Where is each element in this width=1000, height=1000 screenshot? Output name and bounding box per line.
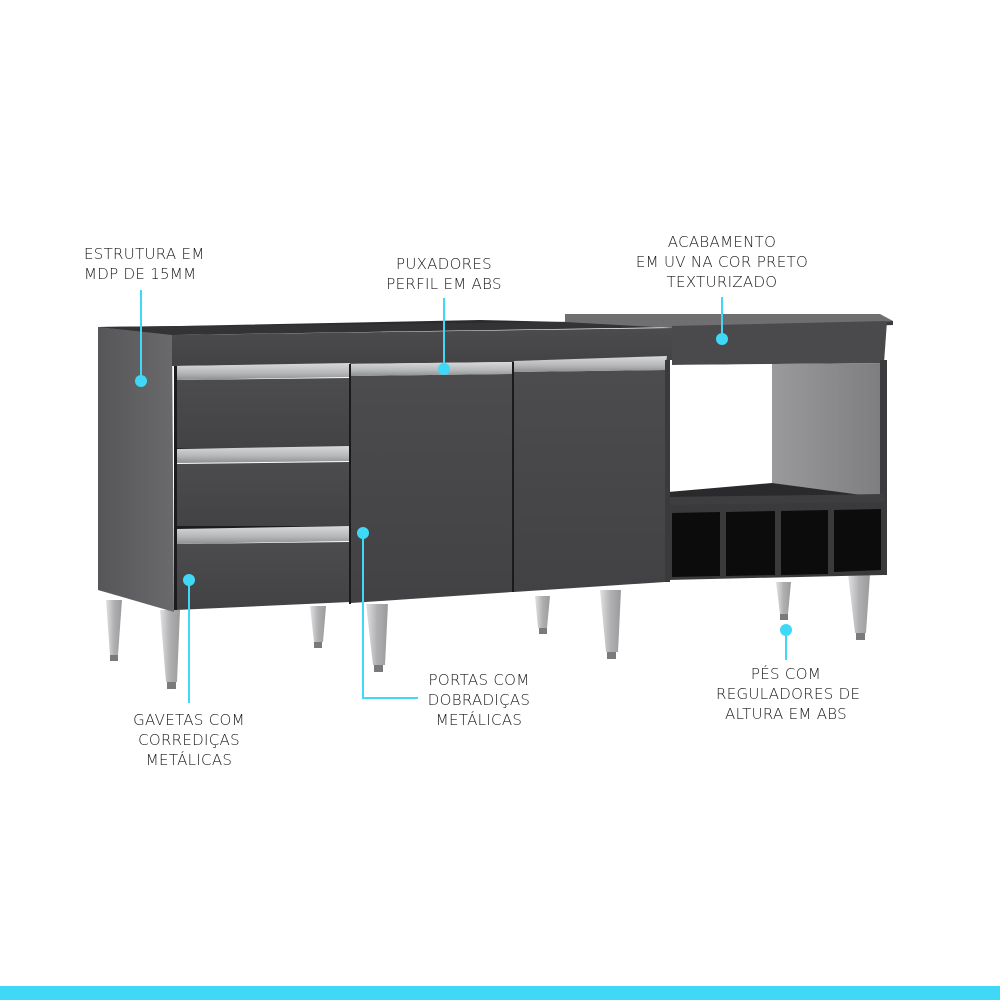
callout-line: PORTAS COM xyxy=(428,671,530,689)
cabinet-top-rail xyxy=(172,328,672,366)
callout-line: MDP DE 15MM xyxy=(84,265,197,283)
bottle-niches xyxy=(672,509,881,577)
cabinet-side-panel xyxy=(98,327,174,612)
drawer-2-handle xyxy=(176,446,350,463)
callout-line: TEXTURIZADO xyxy=(666,273,778,291)
acabamento-panel xyxy=(672,321,887,365)
callout-line: DOBRADIÇAS xyxy=(427,691,531,709)
callout-pointers xyxy=(135,290,792,703)
callout-line: REGULADORES DE xyxy=(716,685,861,703)
drawer-2 xyxy=(174,446,352,529)
callout-label-estrutura: ESTRUTURA EM MDP DE 15MM xyxy=(84,244,205,284)
callout-line: PERFIL EM ABS xyxy=(386,275,502,293)
leg-back-left xyxy=(106,600,122,661)
callout-line: GAVETAS COM xyxy=(133,711,245,729)
callout-line: METÁLICAS xyxy=(145,751,233,769)
callout-dot-estrutura xyxy=(135,375,147,387)
cabinet-body xyxy=(98,314,893,612)
drawer-1 xyxy=(174,363,352,451)
leg-front-mid2 xyxy=(600,590,621,659)
door-right xyxy=(514,356,667,592)
leg-back-right xyxy=(776,582,791,620)
bottom-accent-bar xyxy=(0,986,1000,1000)
callout-line: PUXADORES xyxy=(395,255,493,273)
callout-label-gavetas: GAVETAS COM CORREDIÇAS METÁLICAS xyxy=(122,710,256,770)
drawer-1-handle xyxy=(176,363,350,380)
callout-dot-puxadores xyxy=(438,363,450,375)
callout-dot-portas xyxy=(357,527,369,539)
cabinet-legs xyxy=(106,574,870,689)
callout-label-puxadores: PUXADORES PERFIL EM ABS xyxy=(374,254,514,294)
niche-4 xyxy=(834,509,881,572)
callout-dot-gavetas xyxy=(183,574,195,586)
door-left-handle xyxy=(351,362,512,376)
leg-back-mid1 xyxy=(310,606,326,648)
door-right-handle xyxy=(514,356,667,372)
countertop-raised xyxy=(565,314,893,328)
callout-line: EM UV NA COR PRETO xyxy=(635,253,809,271)
doors xyxy=(349,356,670,604)
callout-line: PÉS COM xyxy=(750,665,822,683)
niche-3 xyxy=(781,510,828,575)
drawer-3-handle xyxy=(176,526,350,544)
leg-front-left xyxy=(160,610,180,689)
door-left xyxy=(351,362,512,603)
callout-dot-acabamento xyxy=(716,333,728,345)
callout-label-pes: PÉS COM REGULADORES DE ALTURA EM ABS xyxy=(716,664,861,724)
callout-line: CORREDIÇAS xyxy=(138,731,240,749)
drawer-3 xyxy=(176,526,350,610)
callout-line: ALTURA EM ABS xyxy=(725,705,847,723)
callout-line: METÁLICAS xyxy=(435,711,523,729)
callout-label-portas: PORTAS COM DOBRADIÇAS METÁLICAS xyxy=(414,670,544,730)
callout-line: ACABAMENTO xyxy=(667,233,777,251)
leg-front-mid1 xyxy=(366,604,388,672)
niche-1 xyxy=(672,512,720,577)
leg-back-mid2 xyxy=(535,596,550,634)
drawers xyxy=(174,363,352,610)
callout-dot-pes xyxy=(780,624,792,636)
open-niche-area xyxy=(668,360,887,580)
niche-2 xyxy=(726,511,775,576)
leg-front-right xyxy=(848,574,870,640)
callout-line: ESTRUTURA EM xyxy=(84,245,205,263)
callout-label-acabamento: ACABAMENTO EM UV NA COR PRETO TEXTURIZAD… xyxy=(622,232,822,292)
